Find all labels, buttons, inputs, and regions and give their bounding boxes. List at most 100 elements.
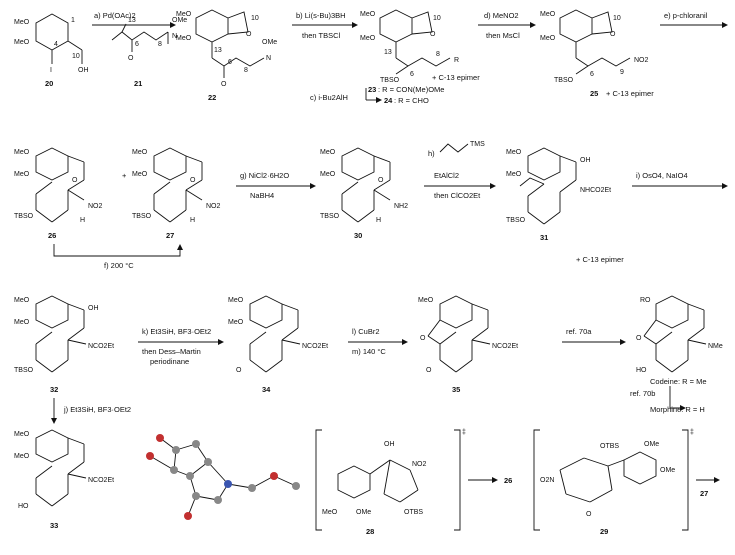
epimer-note-2: + C-13 epimer <box>606 89 654 98</box>
structure-22: MeO MeO O 10 13 6 8 N OMe O 22 <box>176 9 277 102</box>
svg-text:6: 6 <box>228 59 232 66</box>
label-no2: NO2 <box>206 203 221 210</box>
label-ome: OMe <box>172 17 187 24</box>
compound-33-label: 33 <box>50 521 58 530</box>
label-o: O <box>610 31 616 38</box>
arrow-d-head <box>530 22 536 28</box>
condition-k3: periodinane <box>150 357 189 366</box>
label-o: O <box>426 367 432 374</box>
condition-ref70a: ref. 70a <box>566 327 592 336</box>
label-meo: MeO <box>228 319 244 326</box>
label-meo: MeO <box>360 35 376 42</box>
condition-k2: then Dess–Martin <box>142 347 201 356</box>
arrow-f-head <box>177 244 183 250</box>
arrow-29-27-head <box>714 477 720 483</box>
label-iodo: I <box>50 67 52 74</box>
label-meo: MeO <box>176 11 192 18</box>
arrow-g-head <box>310 183 316 189</box>
condition-g2: NaBH4 <box>250 191 274 200</box>
structure-33: MeO MeO NCO2Et HO 33 <box>14 429 114 530</box>
label-meo: MeO <box>132 171 148 178</box>
compound-31-label: 31 <box>540 233 548 242</box>
label-otbs: OTBS <box>600 443 619 450</box>
label-no2: NO2 <box>88 203 103 210</box>
condition-h: h) <box>428 149 435 158</box>
condition-h2: EtAlCl2 <box>434 171 459 180</box>
label-o: O <box>128 55 134 62</box>
arrow-ref70b <box>669 386 682 409</box>
compound-34-label: 34 <box>262 385 271 394</box>
label-nme: NMe <box>708 343 723 350</box>
label-n: N <box>172 33 177 40</box>
condition-k: k) Et3SiH, BF3·OEt2 <box>142 327 211 336</box>
arrow-f <box>53 244 181 257</box>
label-h: H <box>190 217 195 224</box>
svg-text:8: 8 <box>158 41 162 48</box>
label-ome: OMe <box>262 39 277 46</box>
label-o: O <box>430 31 436 38</box>
label-o: O <box>236 367 242 374</box>
label-meo: MeO <box>14 39 30 46</box>
label-nco2et: NCO2Et <box>492 343 518 350</box>
label-meo: MeO <box>14 297 30 304</box>
label-o: O <box>636 335 642 342</box>
arrow-i-head <box>722 183 728 189</box>
label-o: O <box>72 177 78 184</box>
svg-text:6: 6 <box>410 71 414 78</box>
structure-codeine-morphine: RO O NMe HO <box>636 295 723 374</box>
label-meo: MeO <box>14 19 30 26</box>
label-meo: MeO <box>418 297 434 304</box>
condition-b2: then TBSCl <box>302 31 341 40</box>
svg-text:4: 4 <box>54 41 58 48</box>
label-ho: HO <box>636 367 647 374</box>
structure-25: MeO MeO O 10 6 9 NO2 TBSO 25 + C-13 epim… <box>540 9 654 98</box>
arrow-lm-head <box>402 339 408 345</box>
structure-32: MeO MeO OH NCO2Et TBSO 32 <box>14 295 114 394</box>
label-o2n: O2N <box>540 477 554 484</box>
label-nco2et: NCO2Et <box>88 477 114 484</box>
label-ome: OMe <box>644 441 659 448</box>
label-ome: OMe <box>356 509 371 516</box>
arrow-ref70b-head <box>680 405 686 411</box>
label-ddagger: ‡ <box>462 429 466 436</box>
svg-text:6: 6 <box>135 41 139 48</box>
label-meo: MeO <box>176 35 192 42</box>
svg-text:10: 10 <box>251 15 259 22</box>
structure-35: MeO O NCO2Et O 35 <box>418 295 518 394</box>
compound-24-label: 24 <box>384 96 393 105</box>
label-oh: OH <box>88 305 99 312</box>
transition-state-29: ‡ OTBS OMe OMe O2N O 29 <box>533 429 694 536</box>
condition-d: d) MeNO2 <box>484 11 519 20</box>
label-meo: MeO <box>322 509 338 516</box>
label-n: N <box>266 55 271 62</box>
compound-26-label: 26 <box>48 231 56 240</box>
condition-d2: then MsCl <box>486 31 520 40</box>
r-def-23: : R = CON(Me)OMe <box>378 85 444 94</box>
svg-text:9: 9 <box>620 69 624 76</box>
condition-c: c) i-Bu2AlH <box>310 93 348 102</box>
condition-i: i) OsO4, NaIO4 <box>636 171 688 180</box>
svg-text:10: 10 <box>433 15 441 22</box>
label-meo: MeO <box>320 171 336 178</box>
label-nco2et: NCO2Et <box>88 343 114 350</box>
arrow-c-head <box>376 97 382 103</box>
compound-28-label: 28 <box>366 527 374 536</box>
compound-27-ref: 27 <box>700 489 708 498</box>
epimer-note-1: + C-13 epimer <box>432 73 480 82</box>
condition-e: e) p-chloranil <box>664 11 708 20</box>
product-codeine: Codeine: R = Me <box>650 377 707 386</box>
label-o: O <box>221 81 227 88</box>
label-tbso: TBSO <box>132 213 152 220</box>
svg-text:10: 10 <box>72 53 80 60</box>
label-meo: MeO <box>506 171 522 178</box>
label-ddagger: ‡ <box>690 429 694 436</box>
label-ho: HO <box>18 503 29 510</box>
condition-m: m) 140 °C <box>352 347 386 356</box>
label-tbso: TBSO <box>320 213 340 220</box>
structure-27: MeO MeO O NO2 H TBSO 27 <box>132 147 221 240</box>
label-ro: RO <box>640 297 651 304</box>
arrow-ref70a-head <box>620 339 626 345</box>
arrow-h-head <box>490 183 496 189</box>
label-meo: MeO <box>540 35 556 42</box>
arrow-j-head <box>51 418 57 424</box>
